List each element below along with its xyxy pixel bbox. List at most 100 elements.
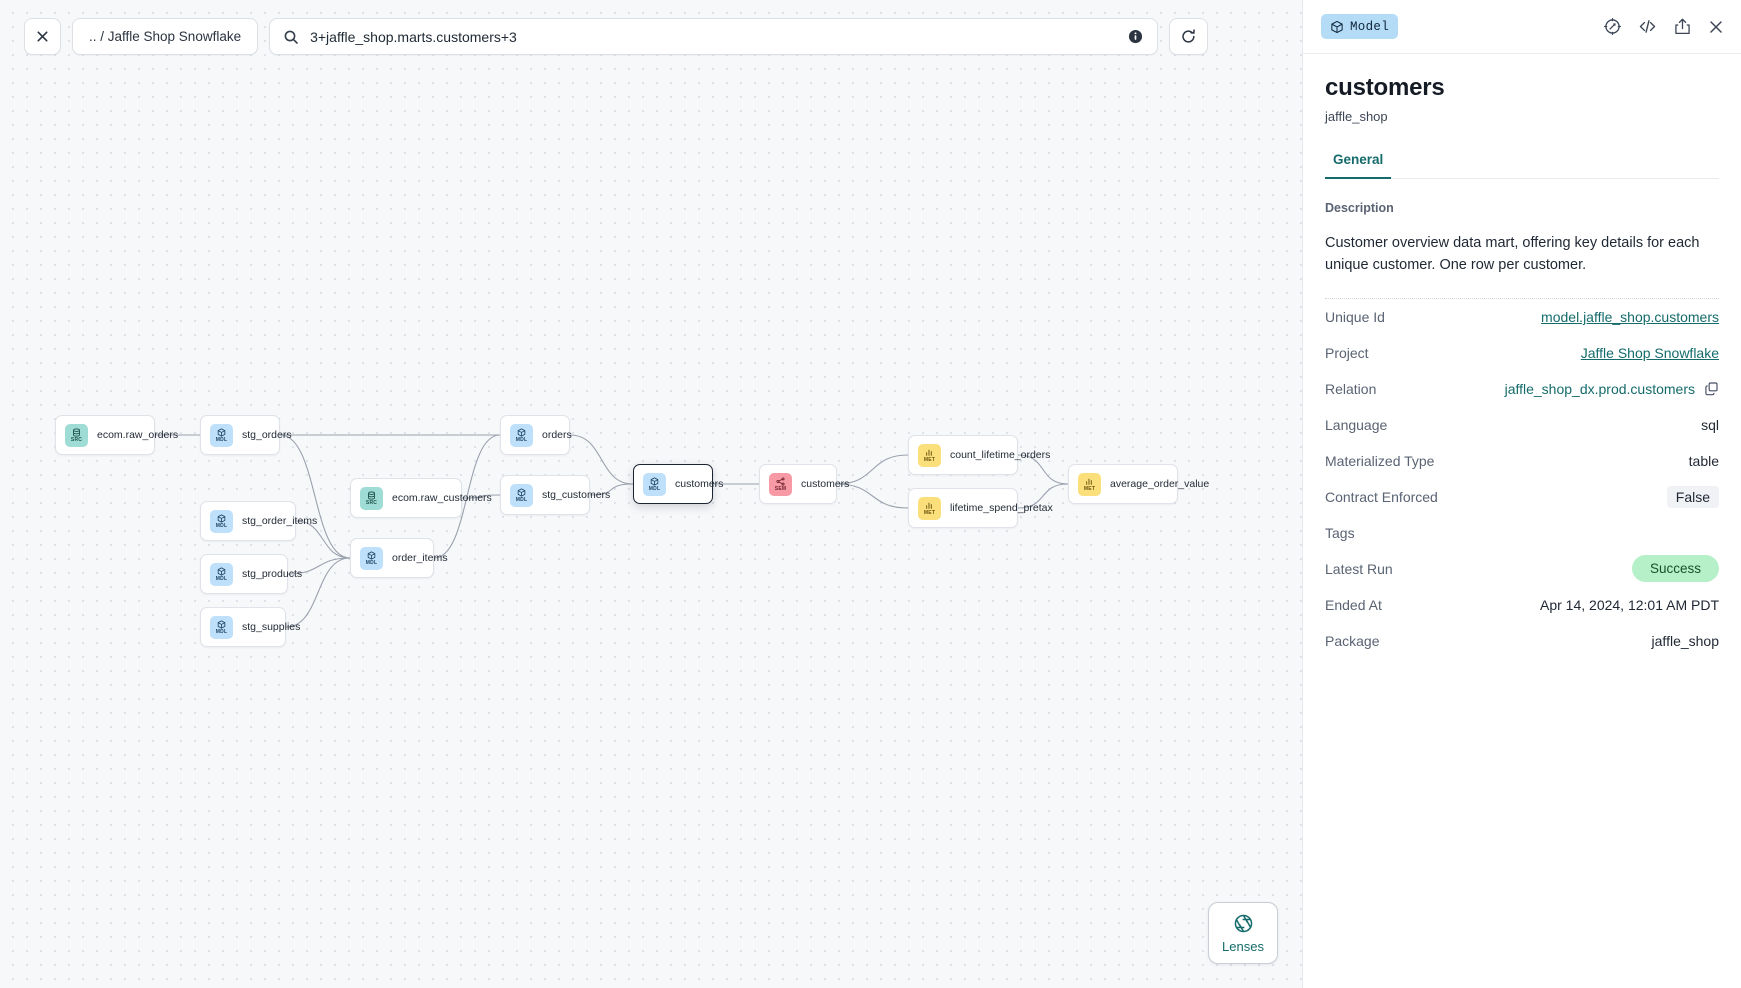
lenses-label: Lenses [1222,938,1264,954]
detail-row: Relation jaffle_shop_dx.prod.customers [1325,371,1719,407]
detail-row: Latest Run Success [1325,551,1719,587]
node-kind-badge-src: SRC [65,423,88,447]
refresh-button[interactable] [1169,18,1209,55]
graph-node-count_lifetime_orders[interactable]: MET count_lifetime_orders [908,435,1050,475]
focus-icon[interactable] [1603,17,1622,36]
breadcrumb[interactable]: .. / Jaffle Shop Snowflake [72,18,259,55]
graph-node-label: ecom.raw_customers [392,492,492,504]
detail-value-wrap: sql [1701,417,1719,433]
close-graph-button[interactable] [24,18,61,55]
graph-node-label: lifetime_spend_pretax [950,502,1053,514]
detail-value: False [1666,485,1719,508]
graph-node-label: stg_orders [242,429,292,441]
node-kind-badge-met: MET [918,496,941,520]
detail-value-wrap: model.jaffle_shop.customers [1541,309,1719,325]
detail-value[interactable]: model.jaffle_shop.customers [1541,308,1719,325]
node-kind-badge-mdl: MDL [210,615,233,639]
detail-key: Project [1325,344,1369,361]
panel-header: customers jaffle_shop [1303,54,1741,124]
detail-row: Project Jaffle Shop Snowflake [1325,335,1719,371]
graph-node-order_items[interactable]: MDL order_items [350,538,447,578]
description-text: Customer overview data mart, offering ke… [1325,235,1700,274]
node-kind-badge-mdl: MDL [210,509,233,533]
graph-node-label: stg_supplies [242,621,301,633]
details-panel: Model [1302,0,1741,988]
search-icon [283,29,299,45]
graph-node-stg_products[interactable]: MDL stg_products [200,554,302,594]
node-kind-badge-src: SRC [360,486,383,510]
detail-key: Contract Enforced [1325,488,1438,505]
node-type-badge: Model [1321,14,1399,39]
panel-tabs: General [1325,152,1719,179]
panel-body: Description Customer overview data mart,… [1303,179,1741,988]
detail-key: Relation [1325,380,1377,397]
panel-actions [1603,16,1725,37]
detail-value-wrap: table [1689,453,1719,469]
detail-value-wrap: Apr 14, 2024, 12:01 AM PDT [1540,597,1719,613]
canvas-toolbar: .. / Jaffle Shop Snowflake [24,18,1209,55]
close-panel-icon[interactable] [1707,18,1725,36]
detail-value-wrap: Jaffle Shop Snowflake [1581,345,1719,361]
detail-key: Latest Run [1325,560,1393,577]
detail-row: Materialized Type table [1325,443,1719,479]
node-type-label: Model [1350,19,1390,34]
graph-node-label: order_items [392,552,448,564]
graph-node-label: customers [801,478,850,490]
detail-value[interactable]: Jaffle Shop Snowflake [1580,344,1719,361]
node-kind-badge-mdl: MDL [210,562,233,586]
detail-key: Materialized Type [1325,452,1435,469]
node-kind-badge-mdl: MDL [510,483,533,507]
node-kind-badge-met: MET [1078,472,1101,496]
tab-general[interactable]: General [1325,152,1392,179]
detail-row: Contract Enforced False [1325,479,1719,515]
description-label: Description [1325,201,1394,215]
detail-key: Language [1325,416,1388,433]
graph-node-customers_semantic[interactable]: SEM customers [759,464,849,504]
graph-node-label: count_lifetime_orders [950,449,1051,461]
detail-value: sql [1701,416,1719,433]
graph-node-ecom_raw_orders[interactable]: SRC ecom.raw_orders [55,415,178,455]
page-title: customers [1325,74,1445,101]
graph-node-label: stg_order_items [242,515,318,527]
node-kind-badge-sem: SEM [769,472,792,496]
detail-value-wrap: jaffle_shop_dx.prod.customers [1505,381,1719,397]
node-kind-badge-mdl: MDL [643,472,666,496]
graph-node-stg_supplies[interactable]: MDL stg_supplies [200,607,300,647]
detail-key: Package [1325,632,1380,649]
node-kind-badge-mdl: MDL [360,546,383,570]
detail-value: Apr 14, 2024, 12:01 AM PDT [1540,596,1719,613]
refresh-icon [1180,28,1197,45]
divider [1325,297,1719,299]
search-bar[interactable] [269,18,1159,55]
close-icon [35,29,50,44]
detail-value: Success [1631,555,1719,583]
detail-row: Language sql [1325,407,1719,443]
graph-node-orders[interactable]: MDL orders [500,415,572,455]
aperture-icon [1233,913,1254,934]
node-kind-badge-met: MET [918,443,941,467]
panel-toolbar: Model [1303,0,1741,54]
breadcrumb-label: .. / Jaffle Shop Snowflake [89,29,242,44]
code-icon[interactable] [1637,16,1658,37]
copy-icon[interactable] [1704,381,1719,396]
info-icon[interactable] [1128,29,1143,44]
graph-node-lifetime_spend_pretax[interactable]: MET lifetime_spend_pretax [908,488,1053,528]
graph-node-label: stg_products [242,568,303,580]
share-icon[interactable] [1673,17,1692,36]
lenses-button[interactable]: Lenses [1208,902,1278,964]
search-input[interactable] [310,28,1118,45]
graph-node-stg_order_items[interactable]: MDL stg_order_items [200,501,317,541]
graph-node-ecom_raw_customers[interactable]: SRC ecom.raw_customers [350,478,492,518]
graph-node-label: orders [542,429,572,441]
node-kind-badge-mdl: MDL [510,423,533,447]
graph-node-label: ecom.raw_orders [97,429,179,441]
detail-value[interactable]: jaffle_shop_dx.prod.customers [1504,380,1695,397]
